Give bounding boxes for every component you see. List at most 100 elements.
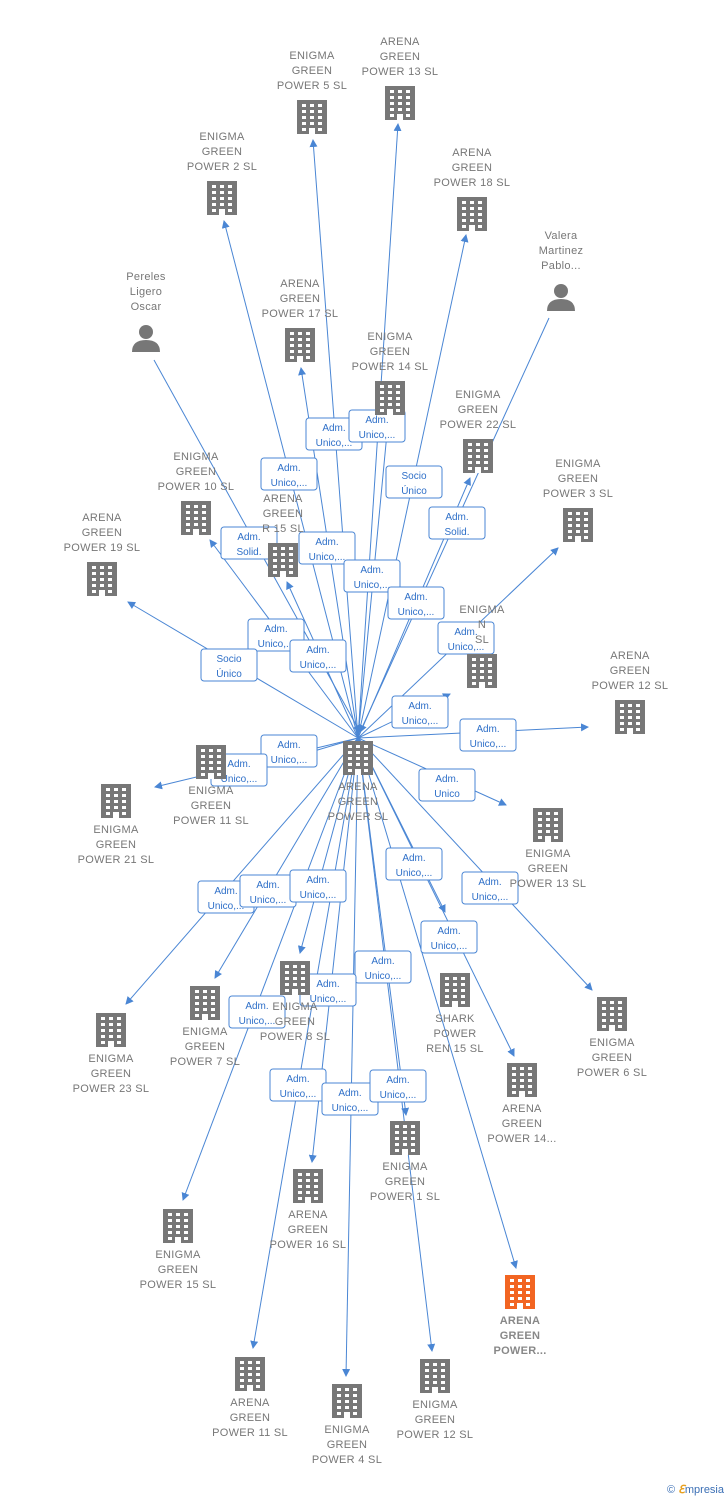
edge-label[interactable]: Adm.Unico,... — [239, 874, 297, 908]
building-icon — [375, 381, 405, 415]
building-icon — [285, 328, 315, 362]
edge-label[interactable]: Adm.Unico,... — [385, 847, 443, 881]
edge-label[interactable]: Adm.Solid. — [428, 506, 486, 540]
node-label: GREEN — [558, 473, 599, 485]
node-label: POWER 7 SL — [170, 1056, 240, 1068]
edge-center-eg4 — [342, 737, 359, 1377]
building-icon — [463, 439, 493, 473]
edge-label[interactable]: Adm.Unico,... — [459, 718, 517, 752]
edge-label[interactable]: Adm.Unico,... — [354, 950, 412, 984]
edge-label-text: Unico,... — [472, 892, 509, 903]
edge-label[interactable]: Adm.Solid. — [220, 526, 278, 560]
edge-label-text: Unico,... — [354, 580, 391, 591]
building-icon — [563, 508, 593, 542]
node-agx[interactable]: ARENAGREENPOWER... — [493, 1275, 546, 1357]
node-ag19[interactable]: ARENA GREEN POWER 19 SL — [64, 512, 141, 596]
node-label: POWER 17 SL — [262, 308, 339, 320]
edge-label[interactable]: Adm.Unico,... — [461, 871, 519, 905]
edge-label-text: Unico,... — [208, 901, 245, 912]
edge-label[interactable]: Adm.Unico,... — [298, 531, 356, 565]
edge-label[interactable]: Adm.Unico,... — [289, 639, 347, 673]
edge-label-text: Unico,... — [258, 639, 295, 650]
building-icon — [268, 543, 298, 577]
edge-label-text: Adm. — [277, 463, 300, 474]
building-icon — [507, 1063, 537, 1097]
edge-label[interactable]: Adm.Unico,... — [387, 586, 445, 620]
edge-label[interactable]: Adm.Unico,... — [348, 409, 406, 443]
edge-label[interactable]: Adm.Unico,... — [437, 621, 495, 655]
building-icon — [235, 1357, 265, 1391]
node-label: GREEN — [528, 863, 569, 875]
edge-label-text: Solid. — [236, 547, 261, 558]
edge-label-text: Unico,... — [448, 642, 485, 653]
node-label: GREEN — [82, 527, 123, 539]
node-label: ENIGMA — [182, 1026, 228, 1038]
edge-label-text: Solid. — [444, 527, 469, 538]
edge-label[interactable]: Adm.Unico,... — [369, 1069, 427, 1103]
edge-label-text: Unico,... — [300, 660, 337, 671]
node-label: POWER 1 SL — [370, 1191, 440, 1203]
edge-label[interactable]: Adm.Unico,... — [260, 457, 318, 491]
building-icon — [181, 501, 211, 535]
node-label: POWER 13 SL — [510, 878, 587, 890]
edge-center-eg6 — [357, 737, 593, 991]
edge-label-text: Unico,... — [250, 895, 287, 906]
edge-label-text: Adm. — [322, 423, 345, 434]
edge-label[interactable]: Adm.Unico,... — [260, 734, 318, 768]
node-label: ARENA — [280, 278, 320, 290]
node-label: ARENA — [338, 781, 378, 793]
edge-label-text: Unico,... — [309, 552, 346, 563]
edge-label[interactable]: Adm.Unico,... — [343, 559, 401, 593]
node-label: GREEN — [202, 146, 243, 158]
node-valera[interactable]: ValeraMartinezPablo... — [539, 230, 584, 311]
edge-label-text: Adm. — [214, 886, 237, 897]
building-icon — [390, 1121, 420, 1155]
edge-label[interactable]: Adm.Unico,... — [228, 995, 286, 1029]
building-icon — [293, 1169, 323, 1203]
node-label: GREEN — [500, 1330, 541, 1342]
edge-label-text: Adm. — [277, 740, 300, 751]
edge-label[interactable]: Adm.Unico,... — [391, 695, 449, 729]
edge-label[interactable]: Adm.Unico,... — [269, 1068, 327, 1102]
node-label: POWER 19 SL — [64, 542, 141, 554]
edge-label[interactable]: Adm.Unico,... — [420, 920, 478, 954]
edge-label[interactable]: Adm.Unico,... — [289, 869, 347, 903]
node-label: GREEN — [610, 665, 651, 677]
edge-label-text: Adm. — [365, 415, 388, 426]
edge-label[interactable]: Adm.Unico — [418, 768, 476, 802]
node-label: ARENA — [82, 512, 122, 524]
node-label: POWER — [433, 1028, 476, 1040]
edge-label-text: Adm. — [371, 956, 394, 967]
